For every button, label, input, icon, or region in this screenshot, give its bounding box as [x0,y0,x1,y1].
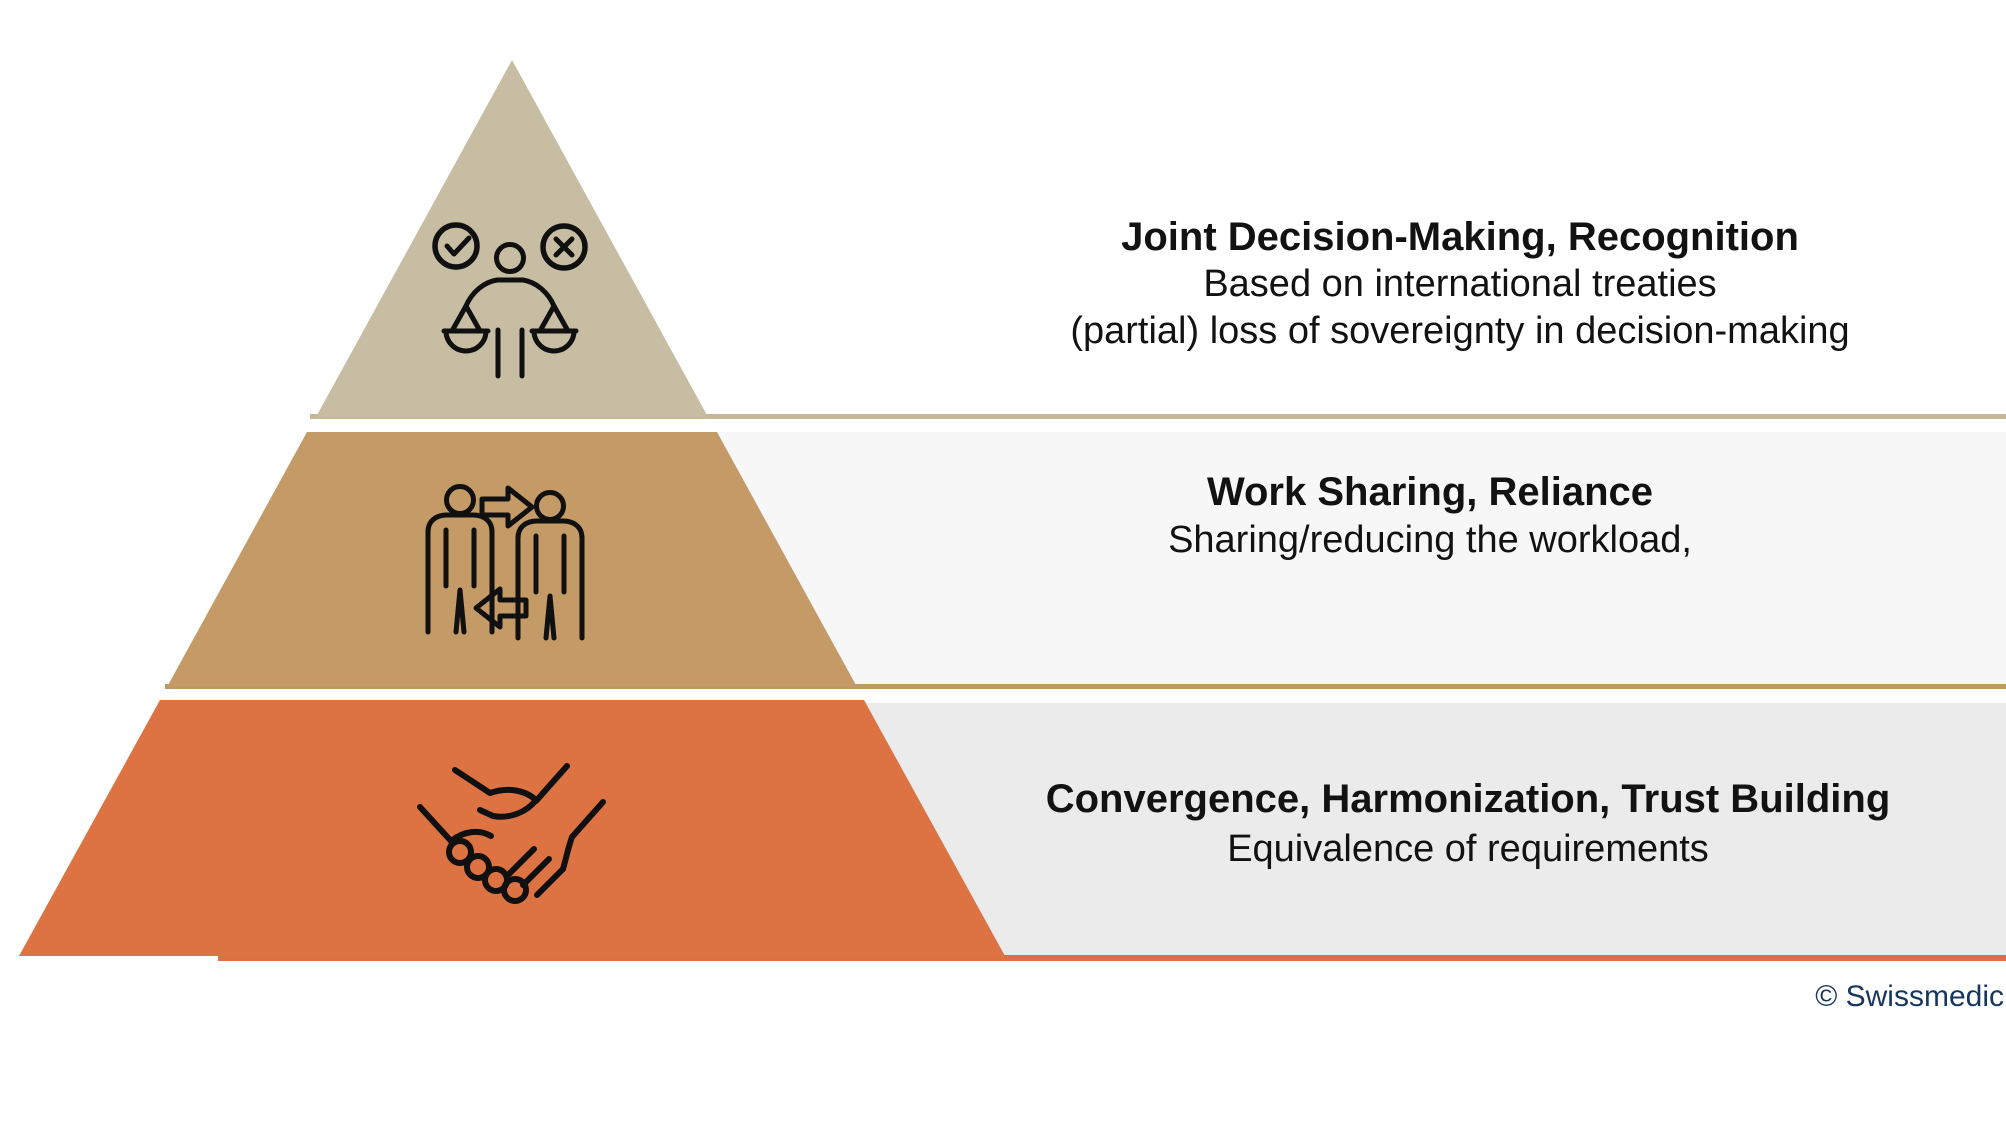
tier-bottom-text-block: Convergence, Harmonization, Trust Buildi… [1046,774,1891,874]
left-person-body [425,512,495,635]
cross-mark [553,236,575,258]
handshake-knuckle [446,838,474,866]
right-person-body [515,518,585,641]
handshake-fingers [506,846,566,898]
people-exchange-icon [425,484,585,641]
scales-of-justice-icon [432,222,588,379]
arrow-right-icon [479,485,535,529]
handshake-right-arm-outer [533,763,570,804]
middle-tier-rule [165,684,2006,689]
handshake-knuckle [464,853,492,881]
tier-middle-text-block: Work Sharing, Reliance Sharing/reducing … [1168,468,1692,564]
figure-head [494,242,526,274]
cross-circle-icon [540,223,588,271]
tier-top-text-block: Joint Decision-Making, Recognition Based… [1070,214,1849,355]
check-circle-icon [432,222,480,270]
handshake-left-arm [452,767,493,796]
handshake-icon [417,763,606,904]
pyramid-tier-bottom [19,700,1005,956]
check-mark [444,235,472,257]
right-person-legs [543,593,557,641]
handshake-right-arm-inner [560,799,606,872]
right-scale-pan [529,303,579,354]
figure-legs [495,327,525,379]
tier-top-line-2: (partial) loss of sovereignty in decisio… [1070,310,1850,352]
tier-bottom-line-1: Equivalence of requirements [1227,828,1709,870]
pyramid-tier-middle [167,432,857,687]
figure-arms [463,277,557,309]
tier-bottom-title: Convergence, Harmonization, Trust Buildi… [1045,777,1891,821]
copyright-notice: © Swissmedic [1815,980,2004,1013]
tier-top-line-1: Based on international treaties [1203,263,1717,305]
tier-middle-line-1: Sharing/reducing the workload, [1168,519,1692,561]
bottom-tier-rule [218,955,2006,961]
top-tier-rule [310,414,2006,419]
pyramid-tier-top [316,60,708,417]
tier-middle-title: Work Sharing, Reliance [1206,470,1654,514]
handshake-left-wrist [417,804,454,844]
right-person-arms [533,533,567,595]
left-person-arms [443,527,477,589]
handshake-knuckle [501,876,529,904]
handshake-fist-top [448,828,494,844]
arrow-left-icon [473,586,529,630]
left-person-legs [453,587,467,635]
tier-top-title: Joint Decision-Making, Recognition [1121,215,1799,259]
left-scale-pan [441,303,491,354]
